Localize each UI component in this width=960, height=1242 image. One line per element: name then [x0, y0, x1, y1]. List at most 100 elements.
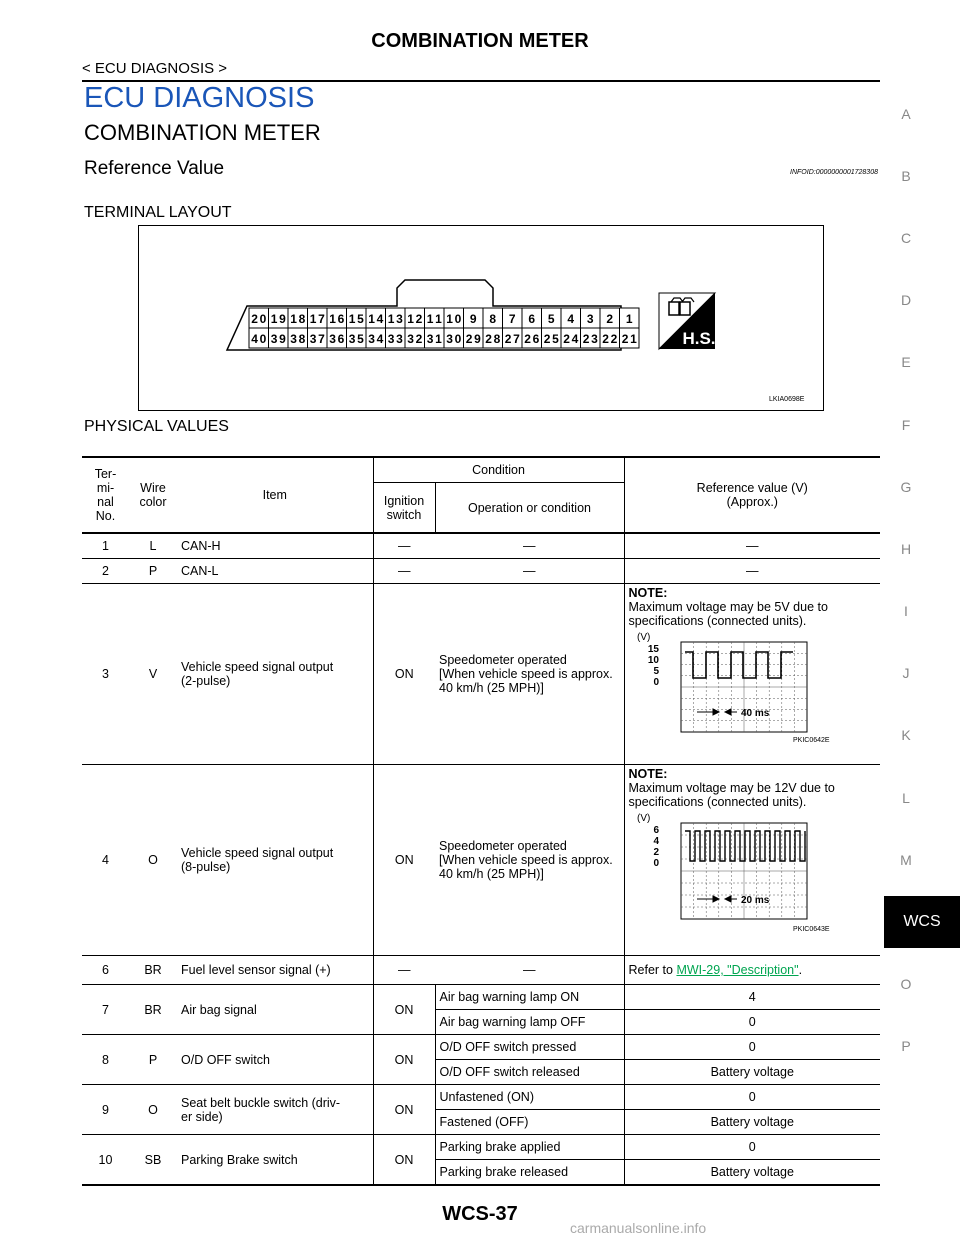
connector-pin-number: 24 — [563, 332, 578, 346]
cell-reference: Battery voltage — [624, 1109, 881, 1135]
cell-operation: Speedometer operated [When vehicle speed… — [435, 583, 625, 765]
cell-operation: — — [435, 955, 625, 985]
cell-operation: O/D OFF switch released — [435, 1059, 625, 1085]
cell-ignition: ON — [373, 1034, 436, 1085]
cell-operation: Fastened (OFF) — [435, 1109, 625, 1135]
cell-item: Vehicle speed signal output (8-pulse) — [177, 764, 374, 956]
index-letter[interactable]: D — [900, 292, 912, 308]
cell-operation: — — [435, 533, 625, 559]
cell-color: P — [129, 1034, 177, 1085]
info-id: INFOID:0000000001728308 — [790, 169, 878, 176]
cell-ignition: ON — [373, 984, 436, 1035]
cell-color: V — [129, 583, 177, 765]
wave-tick: 4 — [653, 836, 659, 847]
connector-pin-number: 16 — [329, 312, 344, 326]
connector-pin-cell — [619, 327, 640, 349]
index-letter[interactable]: I — [904, 603, 908, 619]
index-letter[interactable]: E — [901, 354, 911, 370]
header-item: Item — [177, 456, 374, 534]
wave-tick: 2 — [653, 847, 659, 858]
connector-pin-number: 10 — [446, 312, 461, 326]
connector-pin-number: 19 — [271, 312, 286, 326]
wave-tick: 6 — [653, 825, 659, 836]
wave-time: 40 ms — [741, 708, 770, 719]
connector-pin-number: 12 — [407, 312, 422, 326]
cell-ignition: — — [373, 558, 435, 584]
section-index: A B C D E F G H I J K L M WCS O P — [880, 0, 960, 1242]
cell-reference: — — [624, 558, 881, 584]
wave-tick: 5 — [653, 666, 659, 677]
cell-color: L — [129, 533, 177, 559]
cell-operation: Parking brake applied — [435, 1134, 625, 1160]
breadcrumb: < ECU DIAGNOSIS > — [82, 60, 228, 77]
cell-operation: — — [435, 558, 625, 584]
index-letter[interactable]: B — [901, 168, 911, 184]
index-letter[interactable]: J — [902, 665, 910, 681]
connector-pin-number: 30 — [446, 332, 461, 346]
cell-item: CAN-L — [177, 558, 374, 584]
connector-pin-number: 18 — [290, 312, 305, 326]
table-row: 6 BR Fuel level sensor signal (+) — — Re… — [82, 955, 881, 985]
connector-pin-number: 14 — [368, 312, 383, 326]
cell-terminal: 7 — [82, 984, 129, 1035]
cell-reference: 0 — [624, 1134, 881, 1160]
cell-terminal: 6 — [82, 955, 129, 985]
table-row: 10 SB Parking Brake switch ON Parking br… — [82, 1134, 881, 1186]
index-letter[interactable]: O — [900, 976, 912, 992]
index-letter[interactable]: G — [900, 479, 912, 495]
index-letter[interactable]: C — [900, 230, 912, 246]
index-letter[interactable]: P — [901, 1038, 911, 1054]
header-condition: Condition — [373, 456, 625, 484]
index-tab-wcs[interactable]: WCS — [884, 896, 960, 948]
connector-pin-number: 3 — [587, 312, 594, 326]
table-row: Air bag warning lamp OFF 0 — [82, 1009, 881, 1035]
cell-item: Parking Brake switch — [177, 1134, 374, 1186]
cell-terminal: 2 — [82, 558, 129, 584]
note-text: Maximum voltage may be 12V due to specif… — [628, 781, 835, 809]
cell-reference: 0 — [624, 1084, 881, 1110]
table-row: 9 O Seat belt buckle switch (driv- er si… — [82, 1084, 881, 1135]
header-wire-color: Wire color — [129, 456, 177, 534]
waveform-8-pulse: (V) 6 4 2 0 20 ms PKIC0643E — [629, 809, 877, 935]
wave-code: PKIC0643E — [793, 926, 830, 933]
cell-color: O — [129, 764, 177, 956]
wave-tick: 0 — [653, 677, 659, 688]
connector-pin-number: 9 — [470, 312, 477, 326]
waveform-2-pulse: (V) 15 10 5 0 40 ms PKIC0642E — [629, 628, 877, 746]
hs-icon: H.S. — [658, 292, 717, 351]
index-letter[interactable]: F — [901, 417, 911, 433]
connector-pin-number: 36 — [329, 332, 344, 346]
index-letter[interactable]: M — [900, 852, 912, 868]
connector-pin-number: 27 — [505, 332, 520, 346]
terminal-layout-heading: TERMINAL LAYOUT — [84, 204, 232, 221]
cell-item: O/D OFF switch — [177, 1034, 374, 1085]
cell-ignition: ON — [373, 583, 435, 765]
physical-values-table: Ter- mi- nal No. Wire color Item Conditi… — [82, 456, 881, 1186]
index-letter[interactable]: L — [902, 790, 910, 806]
connector-pin-number: 15 — [349, 312, 364, 326]
figure-code: LKIA0698E — [769, 396, 805, 403]
cell-reference: 0 — [624, 1034, 881, 1060]
header-rule — [82, 80, 880, 82]
cell-operation: Parking brake released — [435, 1159, 625, 1186]
index-letter[interactable]: A — [901, 106, 911, 122]
wave-tick: 15 — [647, 644, 659, 655]
connector-pin-number: 33 — [388, 332, 403, 346]
connector-pin-number: 38 — [290, 332, 305, 346]
note-text: Maximum voltage may be 5V due to specifi… — [628, 600, 828, 628]
cell-color: O — [129, 1084, 177, 1135]
cell-operation: O/D OFF switch pressed — [435, 1034, 625, 1060]
description-link[interactable]: MWI-29, "Description" — [676, 963, 799, 977]
index-letter[interactable]: H — [900, 541, 912, 557]
connector-pin-number: 4 — [567, 312, 574, 326]
table-row: 4 O Vehicle speed signal output (8-pulse… — [82, 764, 881, 956]
cell-item: Seat belt buckle switch (driv- er side) — [177, 1084, 374, 1135]
index-letter[interactable]: K — [901, 727, 911, 743]
cell-color: BR — [129, 955, 177, 985]
cell-reference: 4 — [624, 984, 881, 1010]
cell-operation: Speedometer operated [When vehicle speed… — [435, 764, 625, 956]
cell-operation: Air bag warning lamp OFF — [435, 1009, 625, 1035]
connector-pin-number: 37 — [310, 332, 325, 346]
